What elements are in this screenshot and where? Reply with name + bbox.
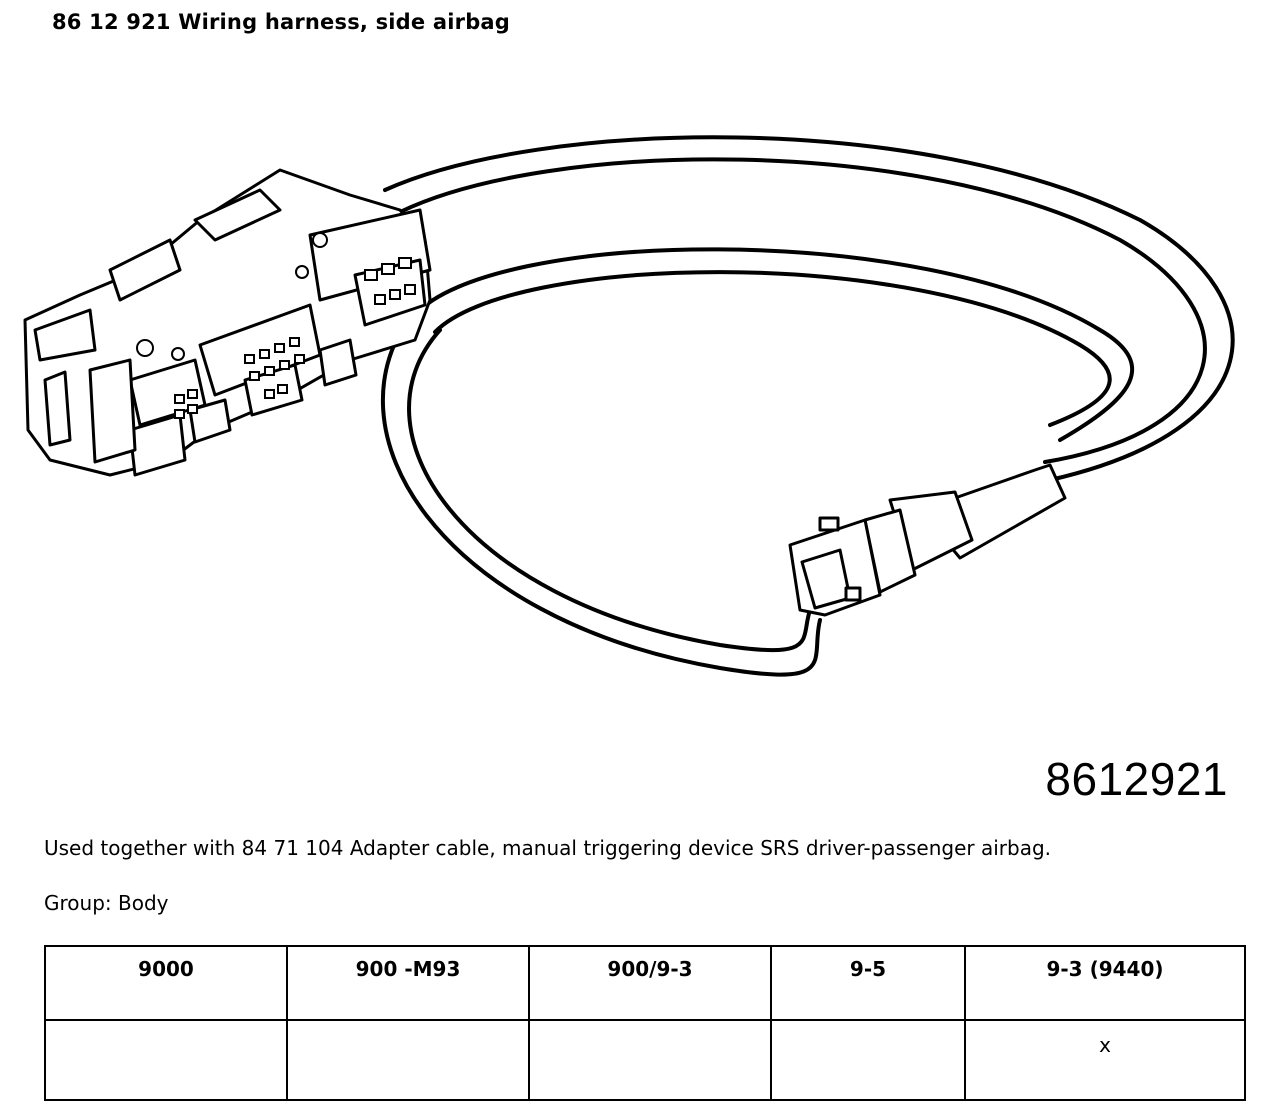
table-header-cell: 900 -M93 <box>286 945 530 1021</box>
table-header-cell: 9-5 <box>770 945 966 1021</box>
table-cell <box>770 1019 966 1101</box>
cable-lower-inner <box>407 328 812 653</box>
table-cell <box>528 1019 772 1101</box>
cable-inner-line <box>398 157 1207 464</box>
cable-lower-outer <box>380 308 822 677</box>
wiring-harness-illustration <box>23 135 1235 677</box>
description-text: Used together with 84 71 104 Adapter cab… <box>44 836 1052 860</box>
part-number-label: 8612921 <box>1045 753 1228 805</box>
table-cell <box>44 1019 288 1101</box>
cable-mid-inner <box>433 270 1112 427</box>
table-header-cell: 9000 <box>44 945 288 1021</box>
cable-outer-line <box>383 135 1235 482</box>
cable-mid-outer <box>413 247 1134 442</box>
model-applicability-table: 9000 900 -M93 900/9-3 9-5 9-3 (9440) x <box>44 945 1246 1101</box>
connector-pins <box>136 232 416 419</box>
page-title: 86 12 921 Wiring harness, side airbag <box>52 10 511 34</box>
table-header-cell: 900/9-3 <box>528 945 772 1021</box>
table-cell: x <box>964 1019 1246 1101</box>
table-header-cell: 9-3 (9440) <box>964 945 1246 1021</box>
multi-connector-block <box>23 168 432 477</box>
table-header-row: 9000 900 -M93 900/9-3 9-5 9-3 (9440) <box>44 945 1246 1021</box>
table-row: x <box>44 1019 1246 1101</box>
table-cell <box>286 1019 530 1101</box>
group-text: Group: Body <box>44 891 169 915</box>
small-connector <box>788 463 1067 617</box>
